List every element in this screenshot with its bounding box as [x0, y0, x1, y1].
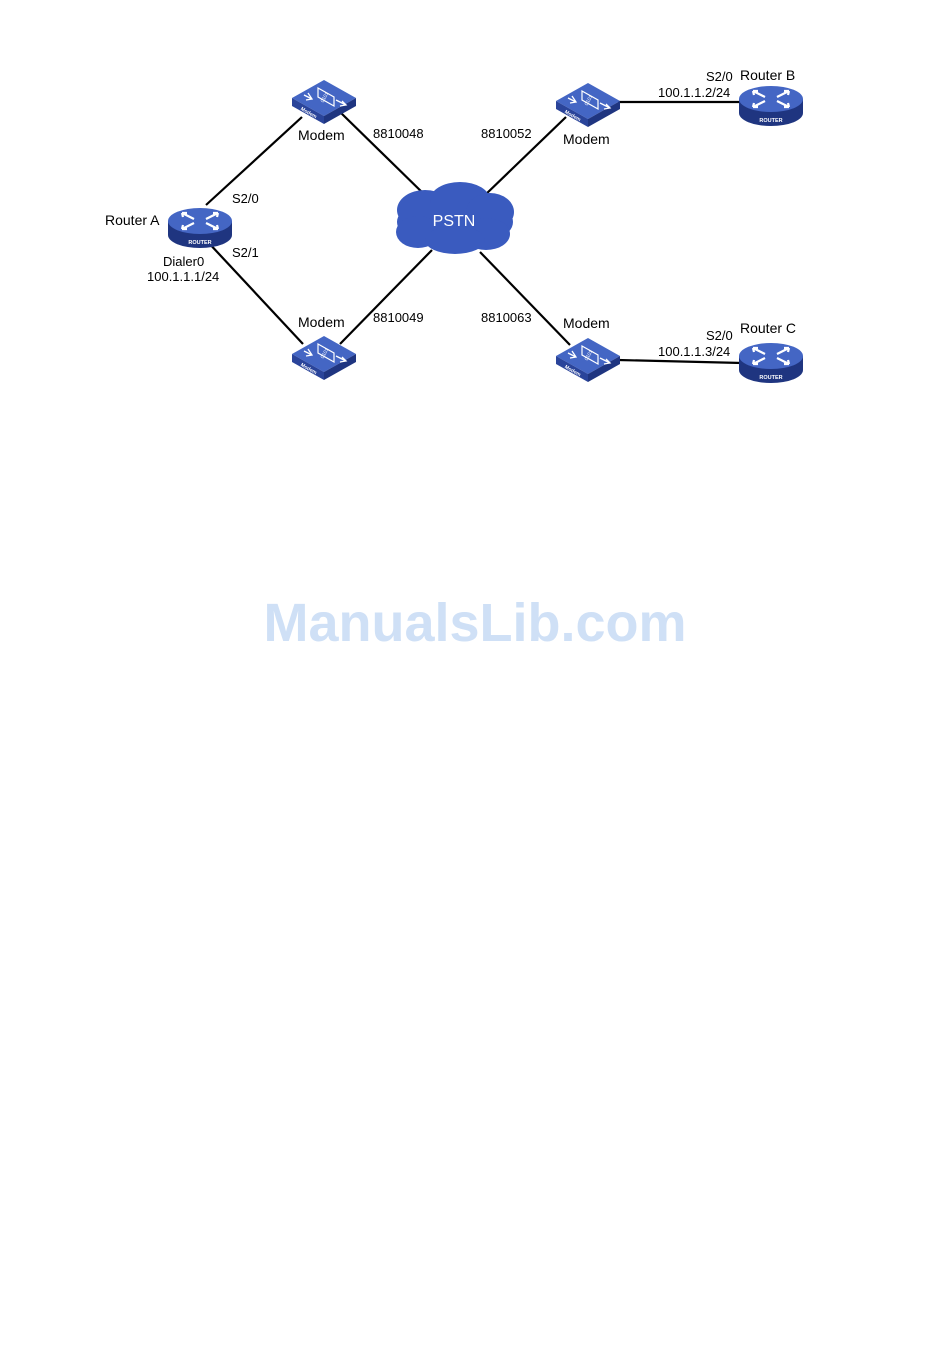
router-b-name: Router B [740, 67, 795, 83]
link-modem-bl-pstn [340, 250, 432, 344]
watermark: ManualsLib.com [0, 592, 950, 654]
router-c: ROUTER [739, 343, 803, 383]
link-modem-br-routerc [618, 360, 742, 363]
router-c-name: Router C [740, 320, 796, 336]
router-b-ip: 100.1.1.2/24 [658, 85, 730, 100]
router-a-name: Router A [105, 212, 160, 228]
router-a-dialer-ip: 100.1.1.1/24 [147, 269, 219, 284]
router-b-badge: ROUTER [759, 118, 782, 124]
modem-top-right-label: Modem [563, 131, 610, 147]
router-a-s21-label: S2/1 [232, 245, 259, 260]
router-a-badge: ROUTER [188, 240, 211, 246]
router-a-s20-label: S2/0 [232, 191, 259, 206]
router-c-badge: ROUTER [759, 375, 782, 381]
phone-bottom-right: 8810063 [481, 310, 532, 325]
network-diagram: PSTN ROUTER ROUTER ROUTER 0101 Modem 010… [0, 0, 950, 420]
phone-top-right: 8810052 [481, 126, 532, 141]
pstn-cloud-icon: PSTN [396, 182, 514, 254]
modem-bottom-right: 0101 Modem [556, 338, 620, 382]
phone-top-left: 8810048 [373, 126, 424, 141]
pstn-label: PSTN [433, 213, 476, 230]
modem-top-right: 0101 Modem [556, 83, 620, 127]
modem-bottom-left-label: Modem [298, 314, 345, 330]
router-b: ROUTER [739, 86, 803, 126]
router-b-port: S2/0 [706, 69, 733, 84]
modem-top-left-label: Modem [298, 127, 345, 143]
router-c-port: S2/0 [706, 328, 733, 343]
router-a-dialer-label: Dialer0 [163, 254, 204, 269]
modem-bottom-right-label: Modem [563, 315, 610, 331]
link-modem-tl-pstn [340, 112, 428, 198]
phone-bottom-left: 8810049 [373, 310, 424, 325]
link-pstn-modem-br [480, 252, 570, 345]
router-c-ip: 100.1.1.3/24 [658, 344, 730, 359]
router-a: ROUTER [168, 208, 232, 248]
